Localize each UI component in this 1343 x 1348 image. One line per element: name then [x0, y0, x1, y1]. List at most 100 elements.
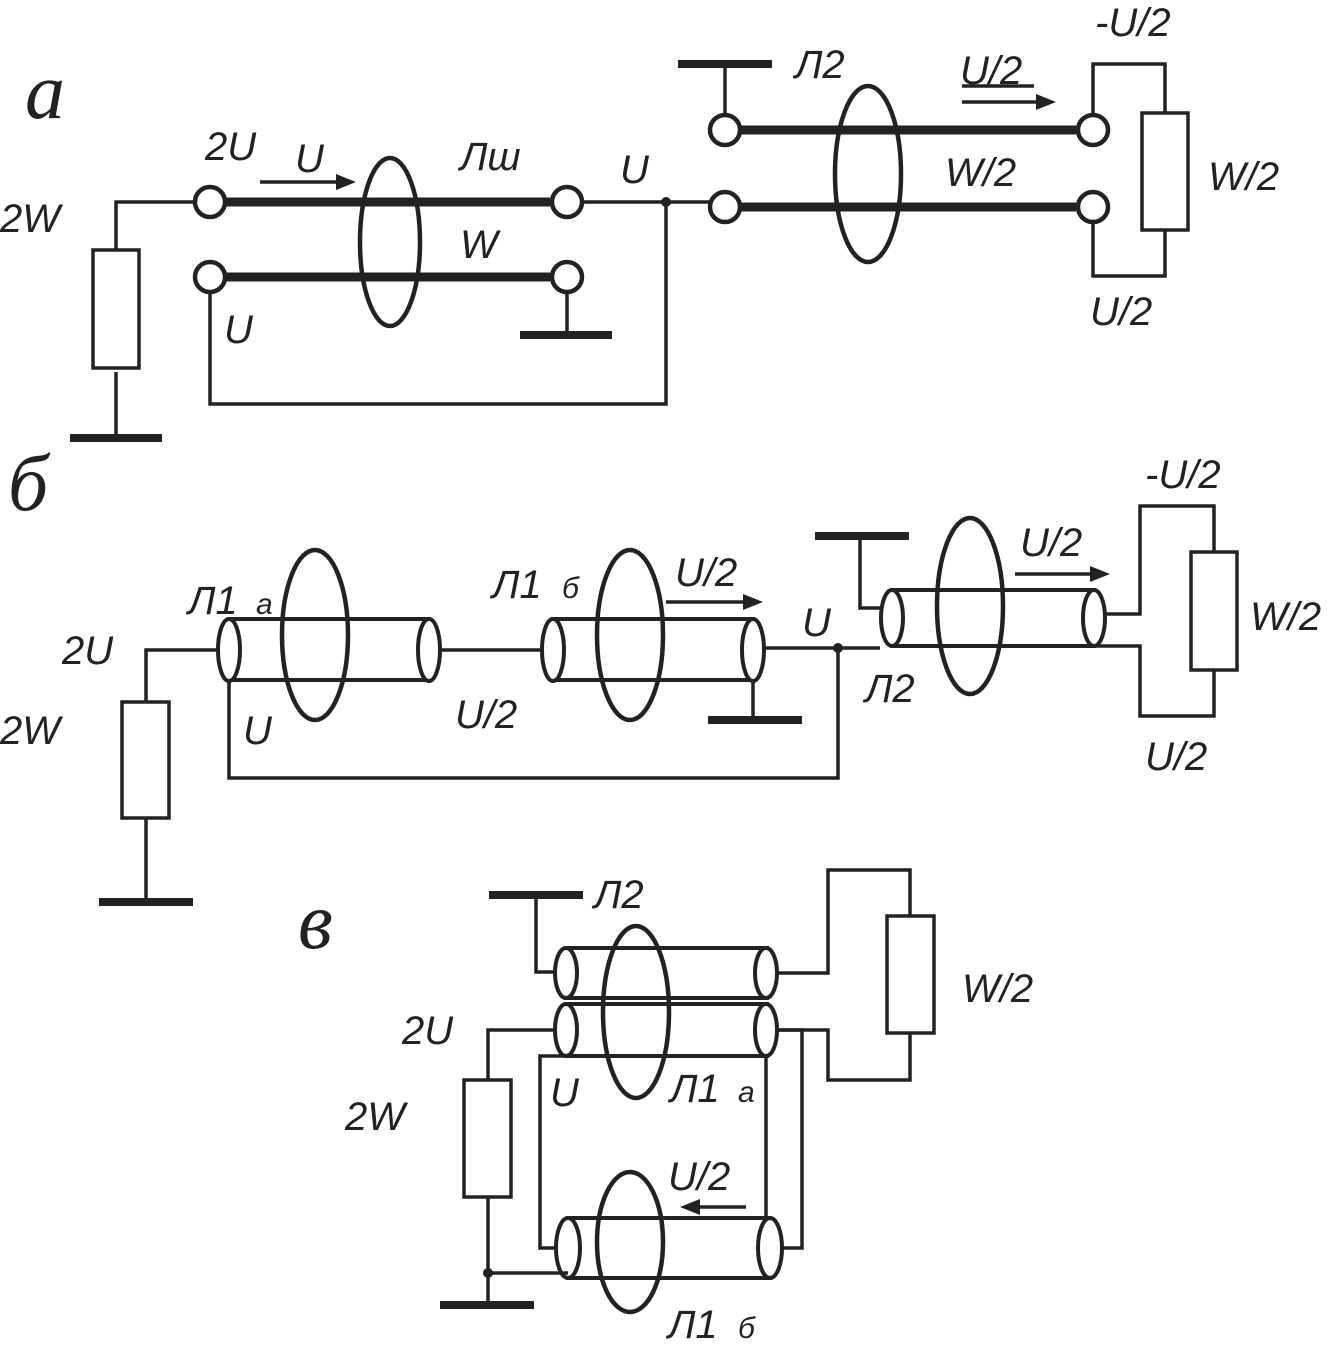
junction-dot [833, 643, 843, 653]
load-resistor [1140, 111, 1190, 232]
terminal [549, 184, 585, 220]
label-load-top: -U/2 [1145, 453, 1221, 497]
coax-end [216, 617, 242, 683]
ferrite-core [600, 923, 672, 1101]
label-2u: 2U [204, 125, 257, 169]
coax-cable [890, 588, 1096, 648]
wire [777, 1028, 804, 1250]
wire [114, 200, 193, 250]
label-junction-u: U [620, 148, 650, 192]
wire [777, 868, 912, 975]
label-lower-u: U [243, 709, 273, 753]
wire [534, 895, 560, 974]
ferrite-core [594, 547, 666, 723]
label-load-w: W/2 [962, 967, 1033, 1011]
label-line-lsh: Лш [457, 135, 521, 179]
label-load-w: W/2 [1208, 155, 1279, 199]
label-line1b-sub: б [738, 1312, 756, 1345]
ferrite-core [594, 1169, 666, 1315]
label-arrow-u: U [295, 137, 325, 181]
wire [1091, 62, 1167, 115]
terminal [1075, 112, 1111, 148]
coax-end [1081, 588, 1107, 648]
label-line1a-sub: а [256, 588, 273, 621]
arrowhead [1090, 566, 1110, 582]
label-2u: 2U [61, 629, 114, 673]
coax-end [553, 946, 579, 1000]
terminal [549, 259, 585, 295]
label-2w: 2W [0, 709, 63, 753]
panel-a: а [0, 1, 1279, 442]
label-line1b-arrow: U/2 [668, 1155, 730, 1199]
label-line2-arrow: U/2 [960, 49, 1022, 93]
wire [144, 648, 229, 702]
label-load-top: -U/2 [1095, 1, 1171, 45]
terminal [192, 184, 228, 220]
panel-b: б [0, 440, 1321, 906]
wire [208, 202, 668, 406]
label-2w: 2W [0, 197, 63, 241]
coax-end [753, 946, 779, 1000]
label-2w: 2W [344, 1095, 408, 1139]
label-load-w: W/2 [1250, 595, 1321, 639]
label-line2: Л2 [591, 873, 644, 917]
coax-end [540, 617, 566, 683]
coax-cable [227, 617, 431, 682]
label-line2: Л2 [792, 43, 845, 87]
label-lower-u: U [224, 308, 254, 352]
panel-a-letter: а [25, 48, 65, 136]
label-line-w: W [460, 223, 501, 267]
wire [858, 536, 888, 610]
arrowhead [743, 594, 763, 610]
ferrite-core [832, 83, 904, 265]
label-load-bottom: U/2 [1145, 735, 1207, 779]
label-line1b: Л1 [665, 1303, 718, 1347]
ferrite-core [357, 155, 423, 329]
label-line2: Л2 [862, 667, 915, 711]
terminal [707, 112, 743, 148]
label-line1b-arrow: U/2 [675, 551, 737, 595]
coax-cable [551, 617, 755, 682]
arrowhead [1036, 94, 1056, 110]
coax-end [416, 617, 442, 683]
label-junction-u: U [802, 601, 832, 645]
label-line2-w: W/2 [945, 151, 1016, 195]
coax-end [753, 1002, 779, 1058]
label-line1a: Л1 [185, 579, 238, 623]
label-line2-arrow: U/2 [1020, 521, 1082, 565]
label-line1a-sub: а [738, 1076, 755, 1109]
ferrite-core [279, 547, 351, 723]
label-lower-u: U [550, 1071, 580, 1115]
coax-end [879, 588, 905, 648]
wire [1094, 644, 1216, 718]
wire [538, 1054, 566, 1250]
wire [486, 1028, 555, 1080]
source-resistor [120, 700, 171, 820]
wire [1105, 504, 1216, 616]
wire [227, 648, 840, 780]
coax-end [553, 1002, 579, 1058]
coax-end [756, 1216, 784, 1280]
panel-b-letter: б [8, 440, 51, 528]
label-line1b-sub: б [562, 572, 580, 605]
arrowhead [336, 174, 356, 190]
load-resistor [885, 914, 936, 1035]
wire [1091, 222, 1167, 278]
coax-end [740, 617, 766, 683]
source-resistor [91, 248, 141, 370]
terminal [1075, 189, 1111, 225]
coax-end [554, 1216, 582, 1280]
load-resistor [1189, 550, 1239, 672]
label-line1a: Л1 [667, 1067, 720, 1111]
terminal [707, 189, 743, 225]
ferrite-core [934, 515, 1006, 697]
panel-c: в Л2 W/2 [298, 868, 1033, 1347]
arrowhead [680, 1199, 700, 1215]
terminal [192, 259, 228, 295]
label-2u: 2U [401, 1009, 454, 1053]
label-middle-u2: U/2 [455, 693, 517, 737]
label-load-bottom: U/2 [1090, 290, 1152, 334]
source-resistor [462, 1078, 513, 1199]
wire [777, 1028, 912, 1082]
